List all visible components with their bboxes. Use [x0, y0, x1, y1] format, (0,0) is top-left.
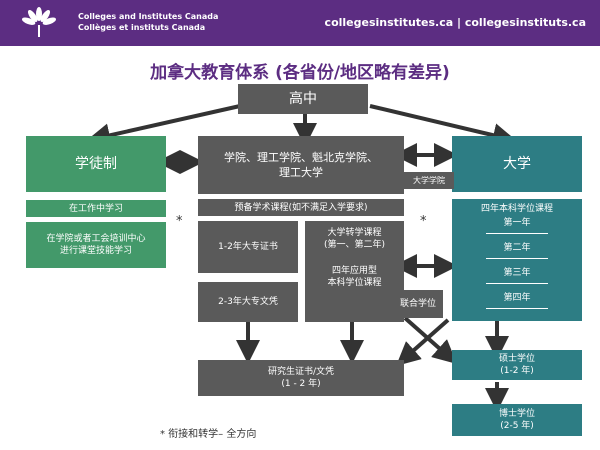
arrow-highschool-apprenticeship	[86, 104, 241, 148]
phd-box: 博士学位 (2-5 年)	[452, 404, 582, 436]
applied-degree-line: 四年应用型	[331, 266, 377, 276]
graduate-certificate-box: 研究生证书/文凭 (1 - 2 年)	[198, 360, 404, 396]
arrow-highschool-university	[369, 104, 517, 147]
bachelor-year: 第二年	[503, 243, 531, 253]
bachelor-year: 第四年	[503, 293, 531, 303]
colleges-box: 学院、理工学院、魁北克学院、 理工大学	[198, 136, 404, 194]
workplace-learning-box: 在工作中学习	[26, 200, 166, 217]
transfer-line: 大学转学课程	[327, 228, 382, 238]
graduate-certificate-line: 研究生证书/文凭	[267, 367, 335, 377]
site-urls[interactable]: collegesinstitutes.ca | collegesinstitut…	[324, 16, 586, 29]
high-school-box: 高中	[238, 84, 368, 114]
colleges-line: 理工大学	[279, 166, 323, 179]
header-bar: Colleges and Institutes Canada Collèges …	[0, 0, 600, 46]
bachelor-title: 四年本科学位课程	[480, 204, 553, 214]
transfer-star-left: *	[176, 214, 183, 229]
bachelor-year: 第三年	[503, 268, 531, 278]
masters-line: 硕士学位	[498, 354, 535, 364]
apprenticeship-box: 学徒制	[26, 136, 166, 192]
graduate-certificate-line: (1 - 2 年)	[281, 379, 321, 389]
bachelor-year: 第一年	[503, 218, 531, 228]
brand-name: Colleges and Institutes Canada Collèges …	[78, 12, 219, 32]
bachelor-box: 四年本科学位课程 第一年 第二年 第三年 第四年	[452, 199, 582, 321]
masters-line: (1-2 年)	[500, 366, 534, 376]
footnote: * 衔接和转学– 全方向	[160, 429, 257, 440]
transfer-line: (第一、第二年)	[323, 240, 386, 250]
arrow-joint-graduate	[396, 318, 450, 366]
university-box: 大学	[452, 136, 582, 192]
preparatory-box: 预备学术课程(如不满足入学要求)	[198, 199, 404, 216]
transfer-star-right: *	[420, 214, 427, 229]
diploma-box: 2-3年大专文凭	[198, 282, 298, 322]
classroom-learning-line: 在学院或者工会培训中心	[46, 234, 146, 244]
colleges-line: 学院、理工学院、魁北克学院、	[224, 151, 378, 164]
page-title: 加拿大教育体系 (各省份/地区略有差异)	[150, 63, 450, 83]
phd-line: 博士学位	[498, 409, 535, 419]
classroom-learning-box: 在学院或者工会培训中心 进行课堂技能学习	[26, 222, 166, 268]
phd-line: (2-5 年)	[500, 421, 534, 431]
masters-box: 硕士学位 (1-2 年)	[452, 350, 582, 380]
certificate-box: 1-2年大专证书	[198, 221, 298, 273]
applied-degree-line: 本科学位课程	[327, 278, 382, 288]
university-college-box: 大学学院	[404, 172, 454, 189]
transfer-courses-box: 大学转学课程 (第一、第二年) 四年应用型 本科学位课程	[305, 221, 404, 322]
joint-degree-box: 联合学位	[393, 290, 443, 318]
maple-leaf-logo-icon	[22, 7, 56, 37]
classroom-learning-line: 进行课堂技能学习	[59, 246, 132, 256]
